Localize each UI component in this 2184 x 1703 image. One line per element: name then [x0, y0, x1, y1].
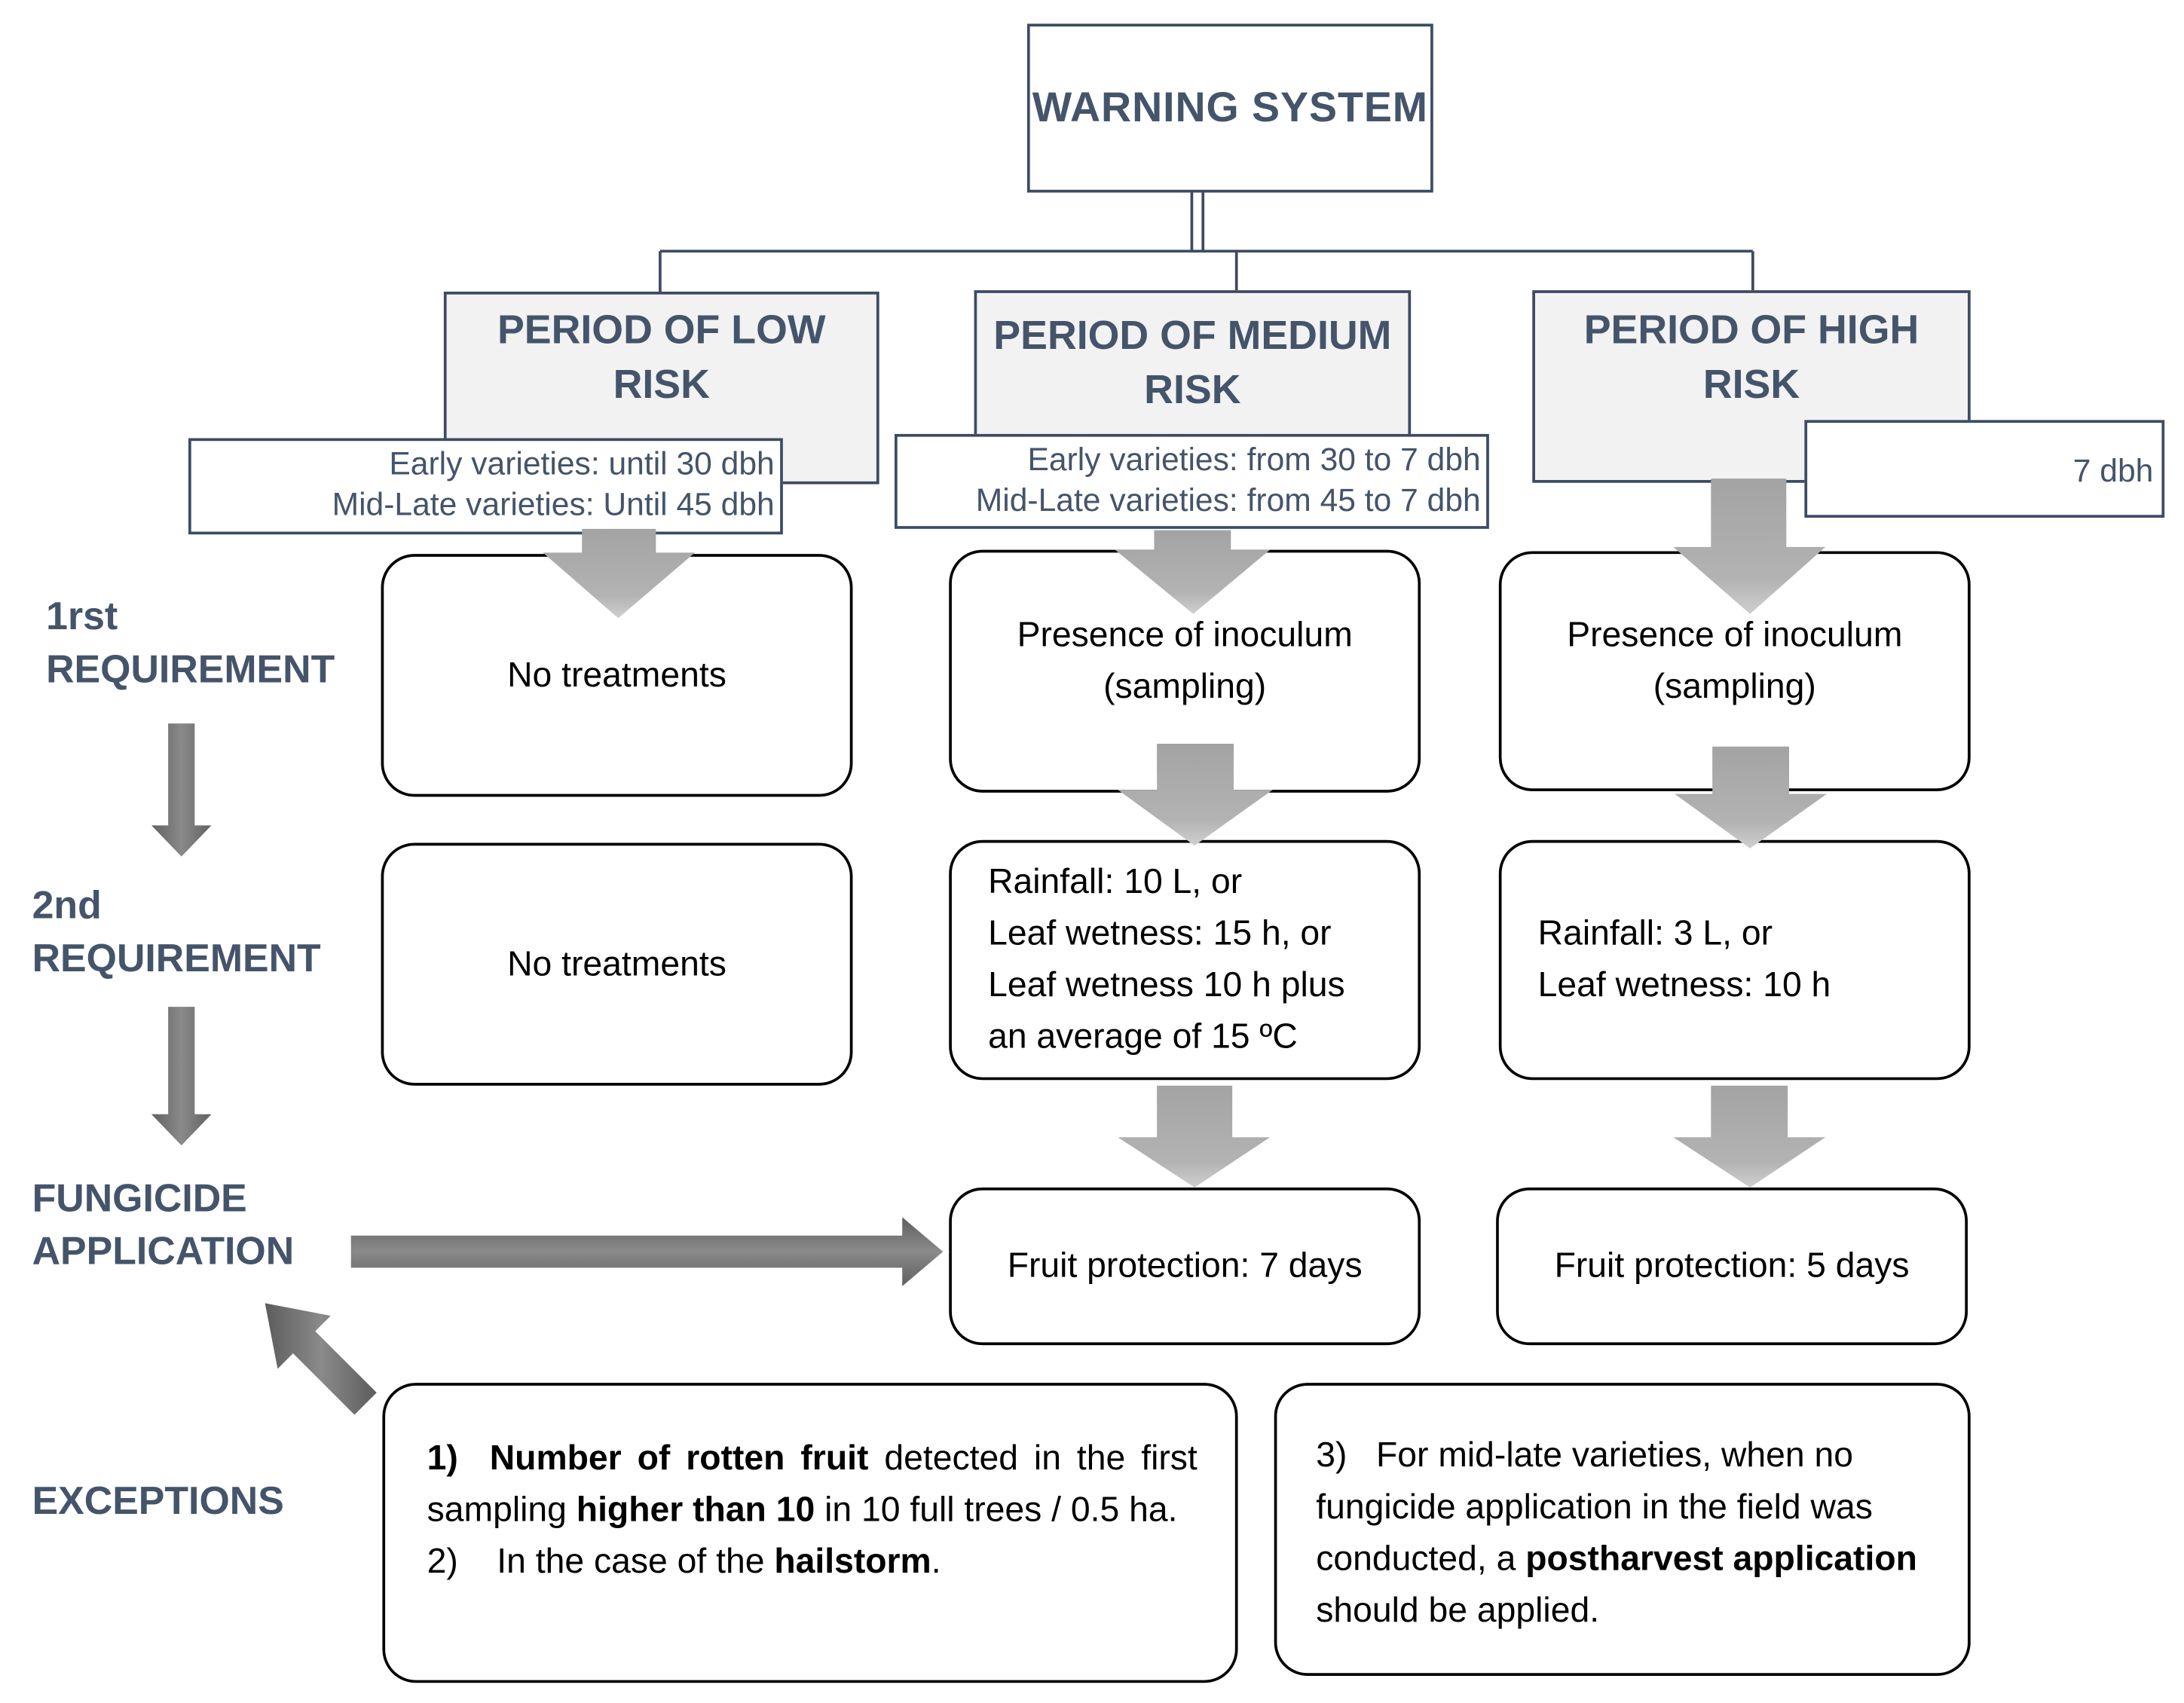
box-text: Leaf wetness 10 h plus — [988, 965, 1345, 1005]
stage-label-line: 2nd — [32, 883, 102, 927]
stage-label-exceptions: EXCEPTIONS — [32, 1475, 284, 1527]
period-high-risk-title: PERIOD OF HIGH RISK — [1583, 308, 1919, 408]
medium-risk-req2-box: Rainfall: 10 L, or Leaf wetness: 15 h, o… — [949, 839, 1421, 1081]
stage-label-application: FUNGICIDE APPLICATION — [32, 1173, 295, 1279]
exceptions-box-2: 3) For mid-late varieties, when no fungi… — [1274, 1383, 1971, 1677]
box-text: Fruit protection: 7 days — [1007, 1246, 1363, 1286]
low-risk-req2-box: No treatments — [381, 842, 853, 1086]
period-medium-risk-title: PERIOD OF MEDIUM RISK — [993, 313, 1392, 414]
high-risk-req1-box: Presence of inoculum (sampling) — [1498, 551, 1971, 791]
low-risk-req1-box: No treatments — [381, 554, 853, 797]
exception-text: In the case of the — [497, 1542, 775, 1582]
exception-3: 3) For mid-late varieties, when no fungi… — [1316, 1430, 1926, 1637]
exception-text: should be applied. — [1316, 1591, 1600, 1630]
medium-risk-varieties-note: Early varieties: from 30 to 7 dbh Mid-La… — [895, 433, 1489, 529]
box-text: Rainfall: 3 L, or — [1537, 913, 1773, 953]
stage-label-line: EXCEPTIONS — [32, 1478, 284, 1523]
down-arrow-icon — [1673, 1085, 1826, 1188]
box-text: (sampling) — [1653, 667, 1816, 707]
stage-label-line: FUNGICIDE — [32, 1176, 247, 1220]
high-risk-req2-box: Rainfall: 3 L, or Leaf wetness: 10 h — [1498, 839, 1971, 1081]
period-low-risk-box: PERIOD OF LOW RISK — [443, 292, 879, 485]
stage-label-line: REQUIREMENT — [32, 936, 321, 980]
box-text: Presence of inoculum — [1567, 615, 1903, 655]
down-arrow-icon — [1118, 1085, 1271, 1188]
box-text: (sampling) — [1103, 667, 1267, 707]
stage-label-line: APPLICATION — [32, 1229, 295, 1273]
stage-label-line: REQUIREMENT — [46, 647, 335, 691]
note-line: Mid-Late varieties: from 45 to 7 dbh — [975, 481, 1481, 518]
exception-text: For mid-late varieties, when no fungicid… — [1316, 1435, 1873, 1579]
note-line: 7 dbh — [2072, 451, 2154, 488]
right-arrow-icon — [347, 1208, 950, 1295]
exception-text: in 10 full trees / 0.5 ha. — [815, 1490, 1178, 1530]
down-arrow-icon — [141, 1002, 222, 1152]
exception-text: detected in the first sampling — [427, 1439, 1198, 1530]
down-arrow-icon — [141, 719, 222, 863]
medium-risk-application-box: Fruit protection: 7 days — [949, 1187, 1421, 1346]
bold-text: postharvest application — [1525, 1539, 1917, 1579]
period-low-risk-title: PERIOD OF LOW RISK — [497, 308, 826, 408]
box-text: No treatments — [507, 655, 726, 695]
note-line: Early varieties: from 30 to 7 dbh — [1027, 441, 1481, 478]
medium-risk-req1-box: Presence of inoculum (sampling) — [949, 549, 1421, 793]
title-text: WARNING SYSTEM — [1032, 84, 1429, 131]
stage-label-line: 1rst — [46, 594, 118, 638]
low-risk-varieties-note: Early varieties: until 30 dbh Mid-Late v… — [188, 438, 783, 535]
up-left-arrow-icon — [259, 1298, 383, 1421]
box-text: Leaf wetness: 15 h, or — [988, 913, 1332, 953]
exception-2: 2) In the case of the hailstorm. — [427, 1536, 1198, 1588]
bold-text: higher than 10 — [576, 1490, 815, 1530]
bold-text: hailstorm — [774, 1542, 931, 1582]
exceptions-box-1: 1) Number of rotten fruit detected in th… — [382, 1383, 1238, 1683]
exception-1: 1) Number of rotten fruit detected in th… — [427, 1433, 1198, 1536]
note-line: Early varieties: until 30 dbh — [389, 445, 775, 482]
box-text: Presence of inoculum — [1017, 615, 1353, 655]
box-text: Rainfall: 10 L, or — [988, 862, 1243, 902]
warning-system-title: WARNING SYSTEM — [1026, 23, 1433, 193]
period-high-risk-box: PERIOD OF HIGH RISK — [1532, 290, 1971, 483]
high-risk-dbh-note: 7 dbh — [1804, 420, 2165, 518]
box-text: an average of 15 ºC — [988, 1017, 1298, 1056]
stage-label-req2: 2nd REQUIREMENT — [32, 879, 321, 986]
bold-text: Number of rotten fruit — [489, 1439, 869, 1478]
note-line: Mid-Late varieties: Until 45 dbh — [332, 485, 775, 522]
stage-label-req1: 1rst REQUIREMENT — [46, 590, 335, 696]
exception-number: 2) — [427, 1542, 458, 1582]
box-text: No treatments — [507, 943, 726, 983]
box-text: Fruit protection: 5 days — [1554, 1246, 1910, 1286]
period-medium-risk-box: PERIOD OF MEDIUM RISK — [974, 290, 1412, 444]
exception-text: . — [931, 1542, 941, 1582]
exception-number: 1) — [427, 1439, 458, 1478]
box-text: Leaf wetness: 10 h — [1537, 965, 1831, 1005]
exception-number: 3) — [1316, 1435, 1347, 1475]
high-risk-application-box: Fruit protection: 5 days — [1496, 1187, 1968, 1346]
